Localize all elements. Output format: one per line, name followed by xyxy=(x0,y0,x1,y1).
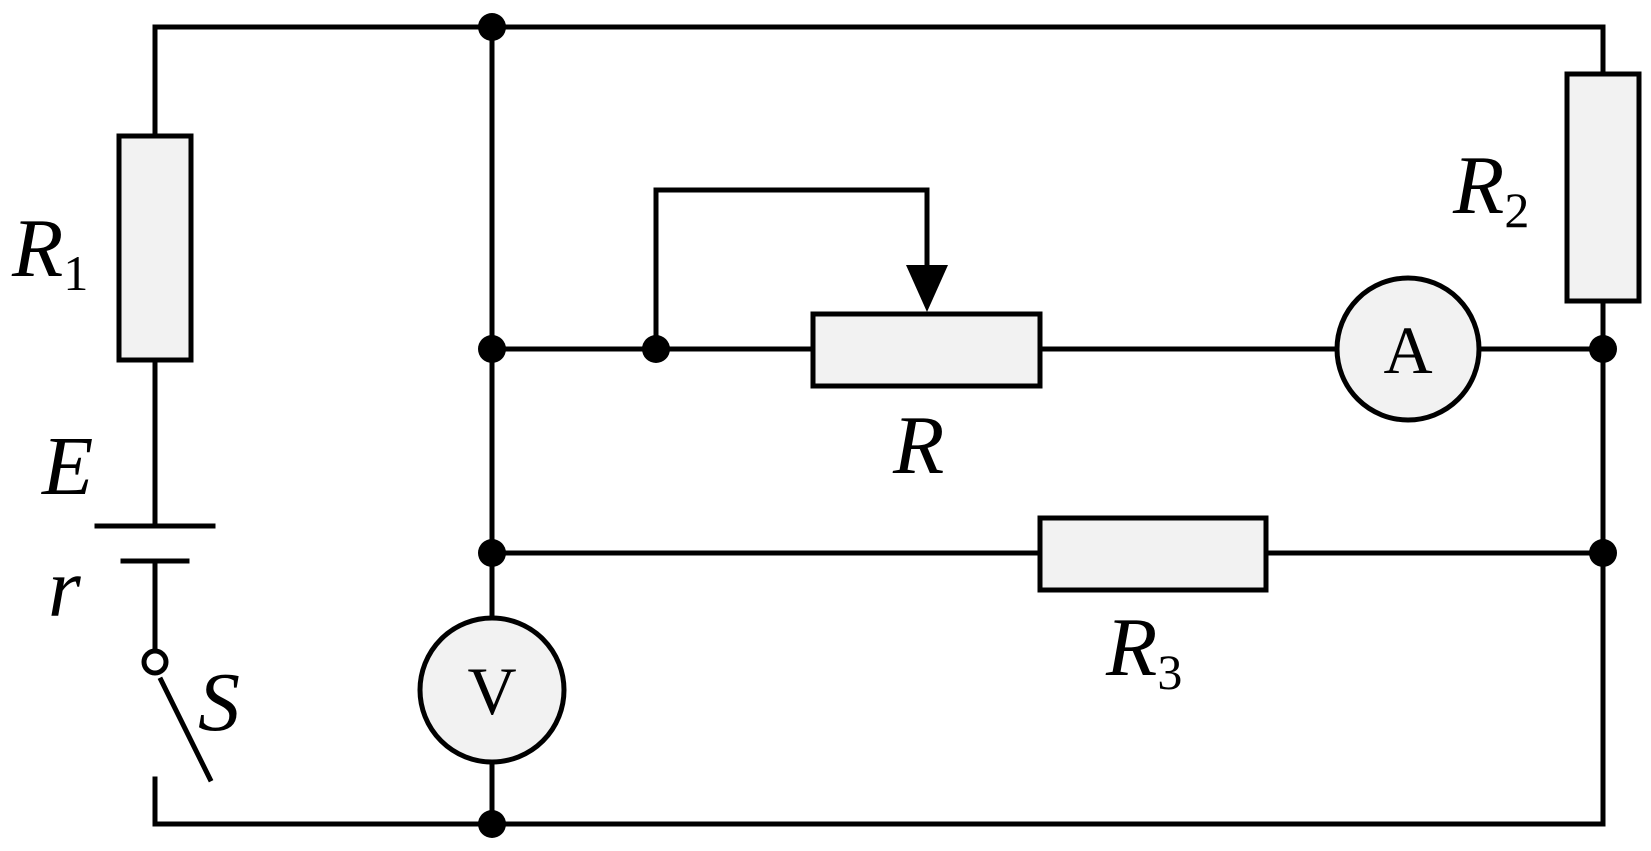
voltmeter-letter: V xyxy=(467,653,516,729)
slider-arrow-icon xyxy=(906,265,948,312)
junction-node xyxy=(478,810,506,838)
voltmeter xyxy=(417,615,567,765)
resistor-r1 xyxy=(116,133,194,363)
junction-node xyxy=(478,13,506,41)
resistor-r2 xyxy=(1564,71,1642,304)
junction-node xyxy=(478,335,506,363)
label-r3: R3 xyxy=(1105,601,1182,700)
junction-node xyxy=(1589,335,1617,363)
resistor-r3 xyxy=(1037,515,1269,593)
junctions xyxy=(478,13,1617,838)
ammeter-letter: A xyxy=(1383,312,1432,388)
switch-blade xyxy=(157,676,214,783)
label-r2: R2 xyxy=(1452,139,1529,238)
label-internal-resistance: r xyxy=(48,542,81,635)
label-switch: S xyxy=(198,656,240,749)
rheostat-body xyxy=(810,311,1043,389)
wire-slider xyxy=(653,187,930,352)
ammeter xyxy=(1334,275,1482,423)
junction-node xyxy=(478,539,506,567)
label-r1: R1 xyxy=(11,202,88,301)
label-rheostat: R xyxy=(892,399,944,492)
wires xyxy=(152,24,1606,827)
junction-node xyxy=(642,335,670,363)
switch-contact xyxy=(141,648,169,676)
label-emf: E xyxy=(41,420,93,513)
junction-node xyxy=(1589,539,1617,567)
